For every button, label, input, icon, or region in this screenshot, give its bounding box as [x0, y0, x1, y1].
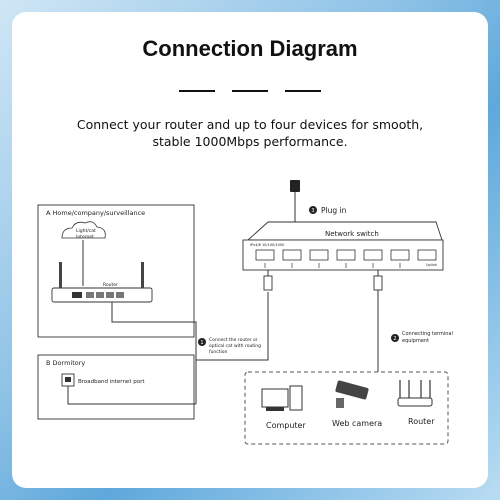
- dorm-box-label: B Dormitory: [46, 359, 85, 367]
- dorm-port-label: Broadband internet port: [78, 379, 145, 385]
- port-arrows: [264, 263, 401, 268]
- switch-label: Network switch: [325, 230, 379, 238]
- step-3-badge: [309, 206, 317, 214]
- step-1-number: 1: [200, 340, 203, 346]
- home-network-box: A Home/company/surveillance Light/cat In…: [37, 204, 195, 338]
- power-adapter-icon: [290, 180, 300, 218]
- network-switch: Network switch IPv4/6 10/100/1000 Uplink: [242, 221, 444, 271]
- dormitory-box: B Dormitory Broadband internet port: [37, 354, 196, 420]
- step-2-number: 2: [393, 336, 396, 342]
- switch-port-text: IPv4/6 10/100/1000: [250, 243, 284, 247]
- title-divider-dash: [179, 90, 215, 92]
- uplink-plug-icon: [263, 275, 273, 291]
- subtitle-line-2: stable 1000Mbps performance.: [152, 134, 348, 149]
- device-webcam-label: Web camera: [332, 419, 382, 428]
- terminal-plug-icon: [373, 275, 383, 291]
- device-router-label: Router: [408, 417, 435, 426]
- cloud-label-line-1: Light/cat: [76, 228, 96, 234]
- subtitle-line-1: Connect your router and up to four devic…: [76, 117, 424, 132]
- step-3-label: Plug in: [321, 206, 347, 215]
- router-label: Router: [103, 282, 118, 288]
- terminal-devices-box: [244, 371, 449, 445]
- title-divider-dash: [285, 90, 321, 92]
- computer-icon: [261, 385, 303, 411]
- dorm-cable: [67, 386, 196, 405]
- device-computer-label: Computer: [266, 421, 306, 430]
- step-1-text-line-1: Connect the router or: [209, 337, 258, 343]
- wall-port-socket: [65, 377, 71, 382]
- step-2-text-line-1: Connecting terminal: [402, 331, 453, 337]
- step-2-badge: [391, 334, 399, 342]
- terminal-router-icon: [397, 380, 433, 407]
- step-1-text-line-3: function: [209, 349, 228, 355]
- title-divider-dash: [232, 90, 268, 92]
- webcam-icon: [335, 380, 369, 408]
- page-subtitle: Connect your router and up to four devic…: [60, 116, 440, 150]
- cloud-label-line-2: Internet: [76, 234, 94, 240]
- step-1-text-line-2: optical cat with routing: [209, 343, 261, 349]
- switch-ports: [255, 249, 437, 261]
- step-2-text-line-2: equipment: [402, 338, 429, 344]
- step-1-badge: [198, 338, 206, 346]
- step-3-number: 3: [311, 208, 314, 214]
- page-title: Connection Diagram: [142, 36, 358, 61]
- uplink-cable: [196, 292, 269, 361]
- source-link-cable: [111, 318, 197, 404]
- home-router-icon: [51, 262, 153, 303]
- home-box-label: A Home/company/surveillance: [46, 209, 145, 217]
- switch-uplink-text: Uplink: [426, 263, 438, 267]
- cloud-icon: [61, 221, 106, 239]
